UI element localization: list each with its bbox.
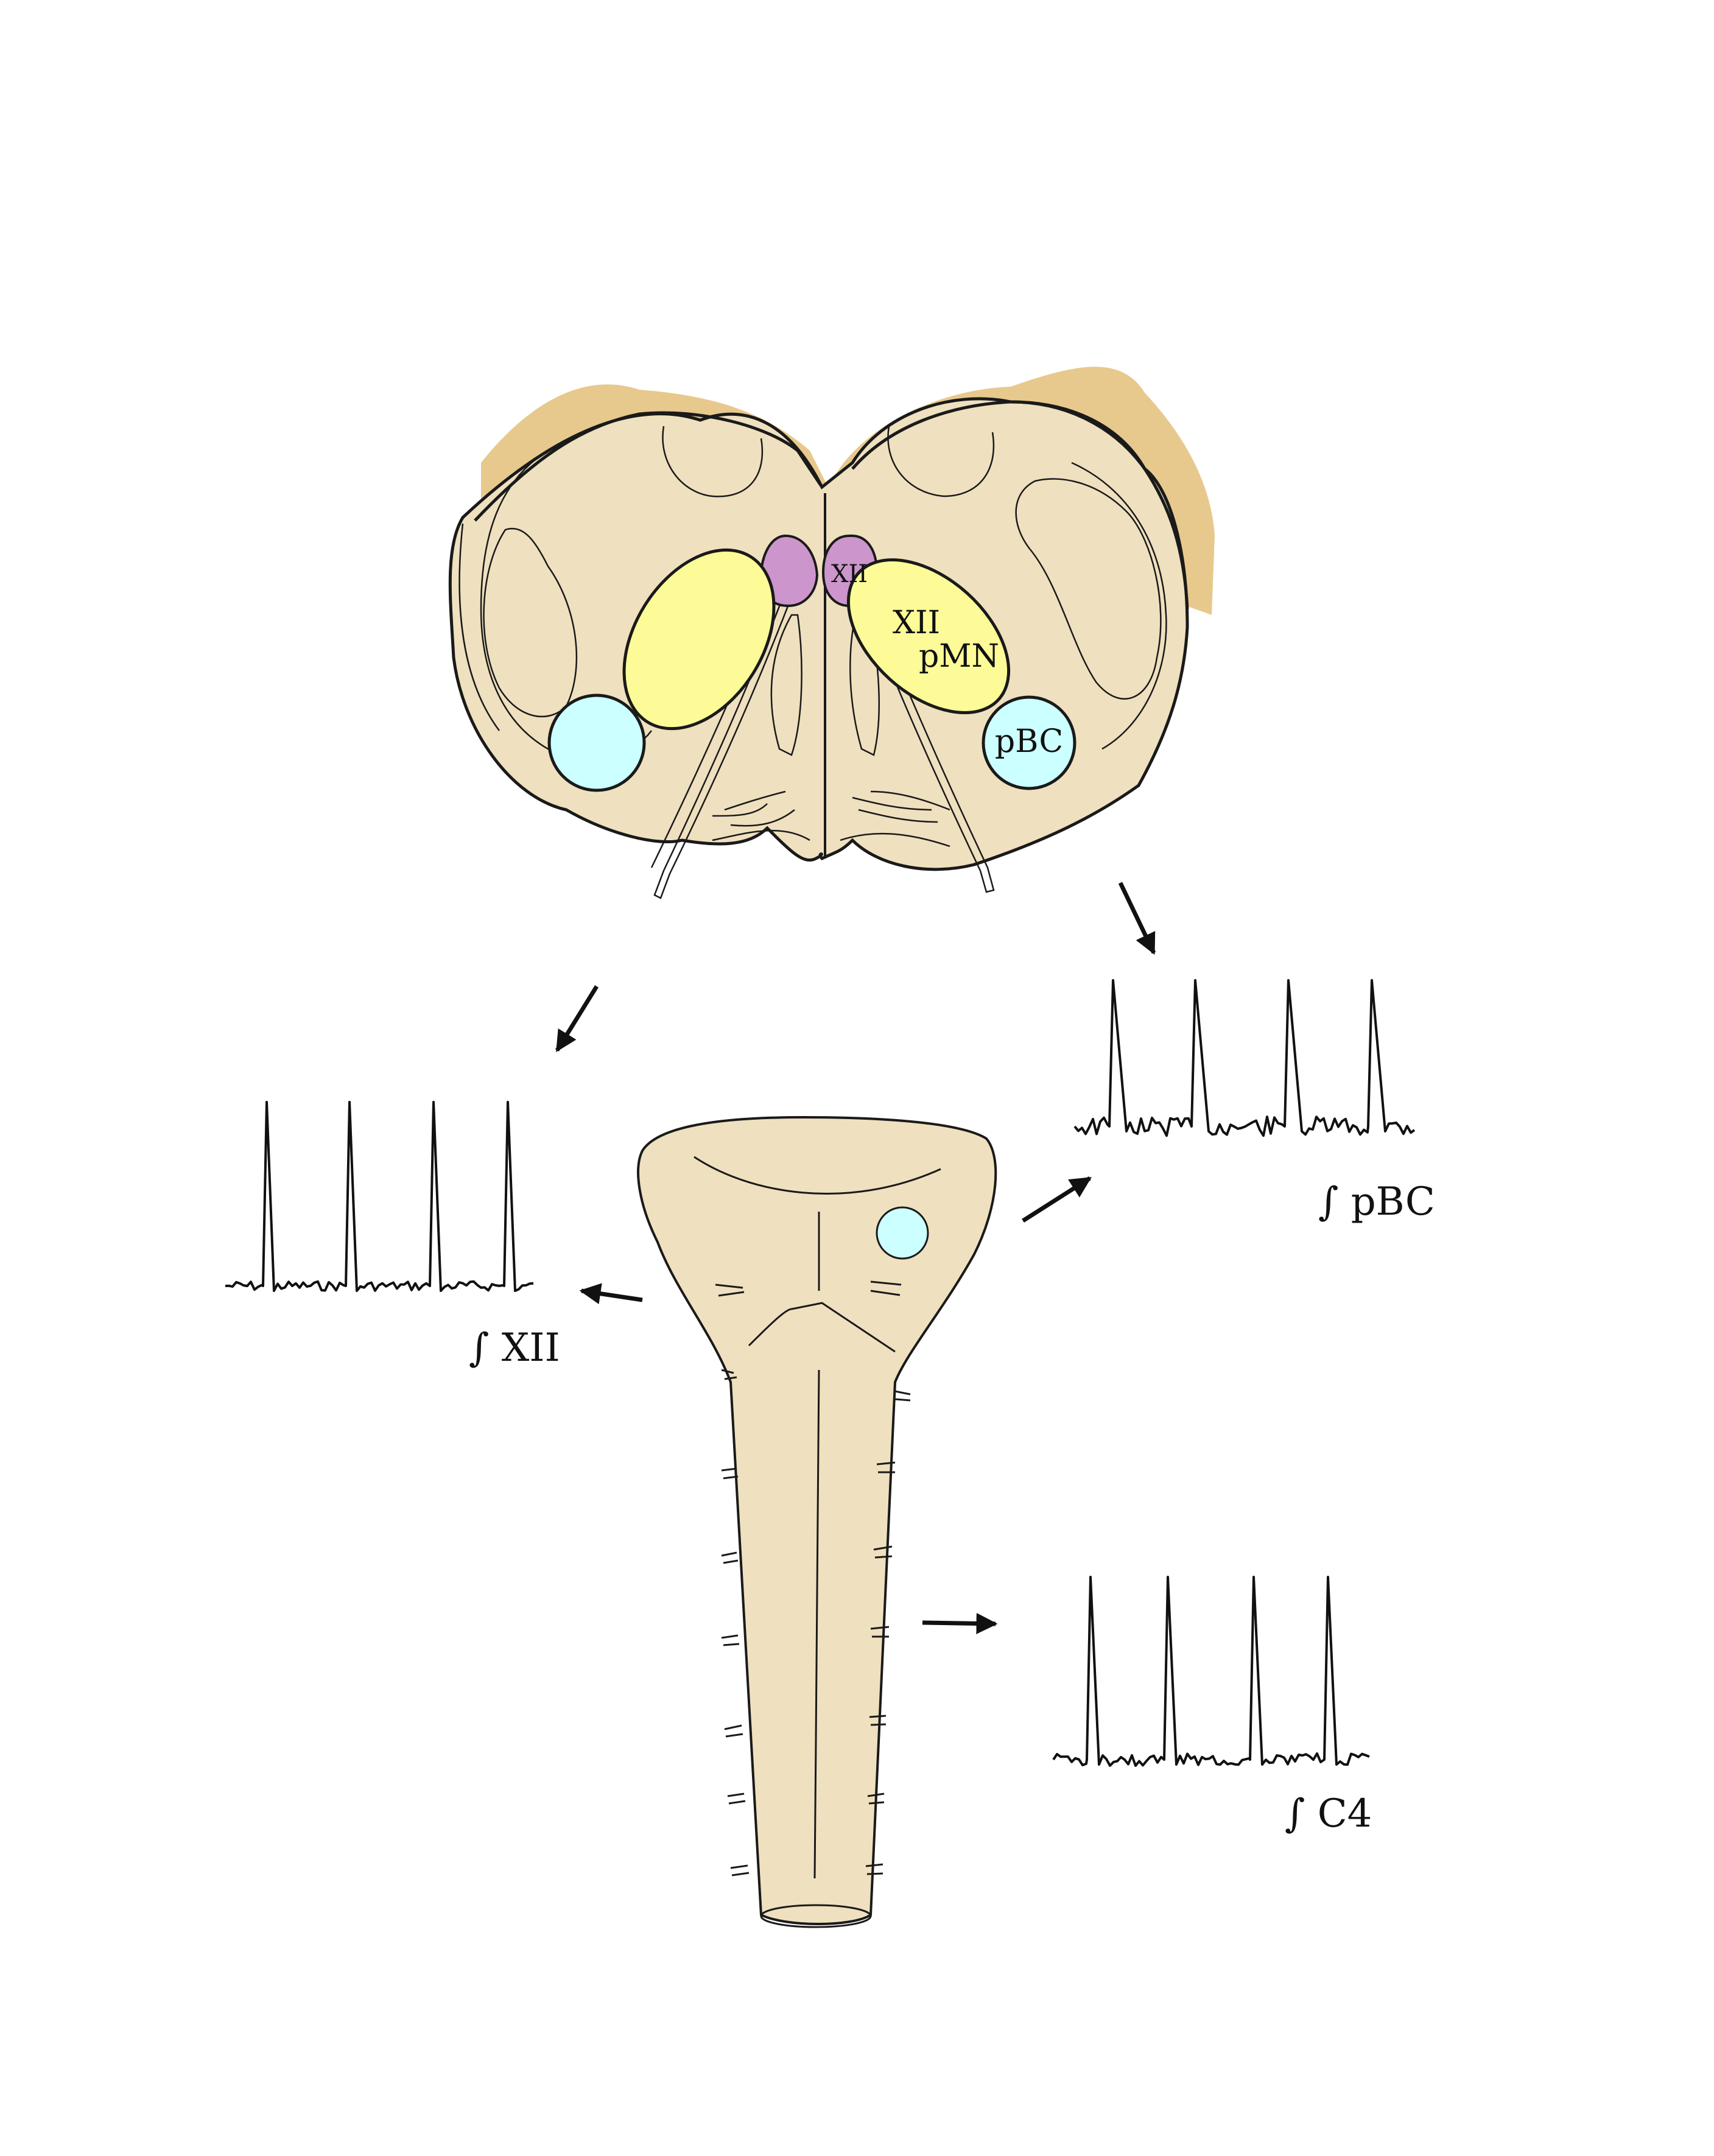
trace-pbc-label: ∫ pBC xyxy=(1318,1179,1435,1224)
premotor-label-line2: pMN xyxy=(919,638,999,675)
prebotzinger-label: pBC xyxy=(995,723,1063,760)
arrow-icon xyxy=(557,986,597,1050)
trace-c4-label: ∫ C4 xyxy=(1285,1791,1372,1836)
medullary-slice: XII XII pMN pBC xyxy=(450,367,1215,898)
arrow-icon xyxy=(1120,883,1154,953)
xii-nucleus-label: XII xyxy=(831,560,868,588)
prebotzinger-left xyxy=(549,695,644,790)
trace-pbc: ∫ pBC xyxy=(1075,980,1435,1224)
premotor-label-line1: XII xyxy=(893,605,940,641)
trace-xii-line xyxy=(225,1102,533,1291)
trace-pbc-line xyxy=(1075,980,1414,1136)
trace-xii-label: ∫ XII xyxy=(469,1326,560,1371)
arrow-icon xyxy=(581,1291,642,1300)
trace-xii: ∫ XII xyxy=(225,1102,560,1371)
trace-c4: ∫ C4 xyxy=(1053,1577,1372,1836)
brainstem-prebotzinger-marker xyxy=(877,1207,928,1259)
arrow-icon xyxy=(1023,1178,1090,1221)
trace-c4-line xyxy=(1053,1577,1369,1766)
brainstem-spinal-cord xyxy=(638,1117,996,1927)
arrow-icon xyxy=(922,1623,996,1624)
